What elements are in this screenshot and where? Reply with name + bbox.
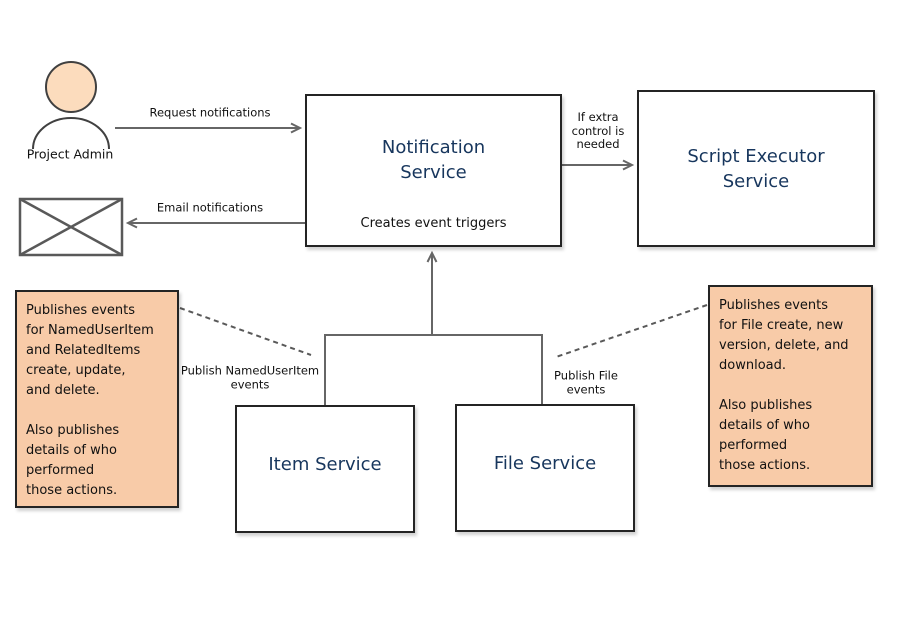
- file-service-title: File Service: [493, 452, 597, 474]
- script-executor-service-title: Script Executor Service: [687, 145, 825, 192]
- publish-named-user-item-label: Publish NamedUserItem events: [180, 363, 320, 391]
- envelope-icon: [18, 197, 124, 257]
- request-notifications-label: Request notifications: [149, 105, 271, 120]
- notification-service-node: Notification Service Creates event trigg…: [305, 94, 562, 247]
- script-executor-service-node: Script Executor Service: [637, 90, 875, 247]
- right-note-connector: [555, 304, 708, 358]
- item-service-title: Item Service: [268, 453, 382, 475]
- publish-fork-line: [324, 334, 543, 405]
- if-extra-control-label: If extra control is needed: [571, 109, 625, 151]
- email-notifications-label: Email notifications: [156, 200, 264, 215]
- notification-service-subtitle: Creates event triggers: [360, 216, 507, 231]
- notification-service-title: Notification Service: [381, 136, 486, 183]
- file-events-note: Publishes events for File create, new ve…: [708, 285, 873, 487]
- item-events-note: Publishes events for NamedUserItem and R…: [15, 290, 179, 508]
- publish-file-label: Publish File events: [554, 368, 618, 396]
- left-note-connector: [179, 307, 312, 356]
- project-admin-label: Project Admin: [26, 146, 114, 162]
- person-icon: [32, 61, 110, 150]
- item-service-node: Item Service: [235, 405, 415, 533]
- file-service-node: File Service: [455, 404, 635, 532]
